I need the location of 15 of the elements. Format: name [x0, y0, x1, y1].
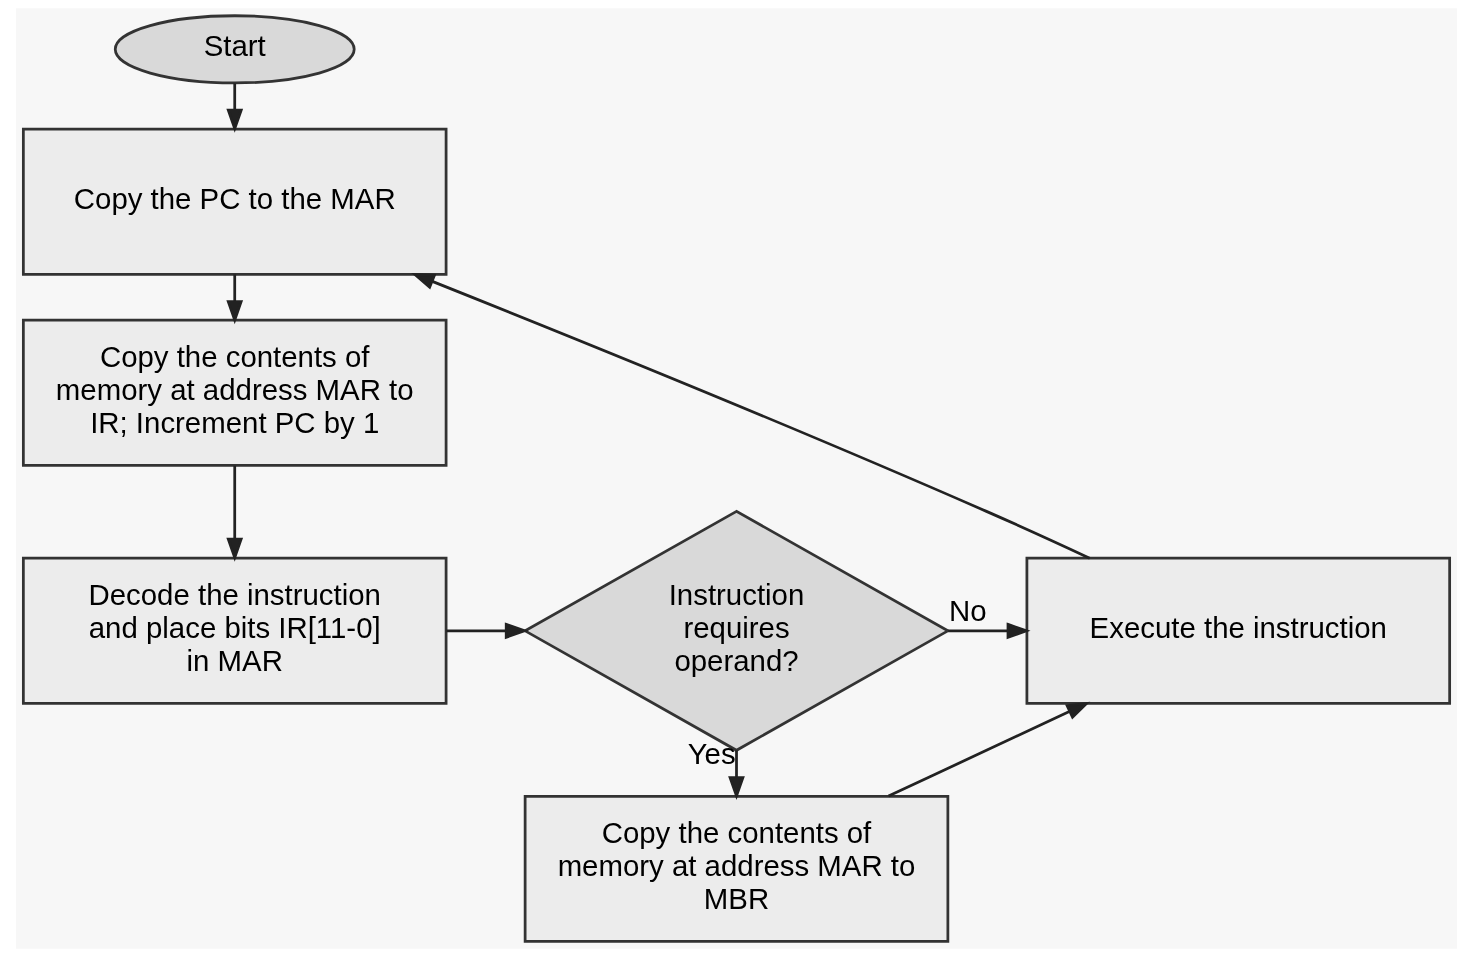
arrow [226, 274, 244, 325]
arrow [948, 622, 1031, 640]
arrow [446, 622, 529, 640]
node-box: Copy the contents of memory at address MAR to MBR [523, 794, 950, 943]
node-ellipse: Start [113, 14, 356, 85]
arrow [728, 750, 745, 801]
node-box: Decode the instruction and place bits IR[11-0] in MAR [21, 556, 448, 705]
node-box: Execute the instruction [1025, 556, 1452, 705]
node-box: Copy the contents of memory at address MAR to IR; Increment PC by 1 [21, 318, 448, 467]
node-box: Copy the PC to the MAR [21, 127, 448, 276]
arrow [226, 465, 244, 562]
arrow [887, 701, 1091, 798]
arrow [226, 83, 244, 133]
edge-label: No [948, 594, 987, 628]
arrow [411, 272, 1091, 560]
